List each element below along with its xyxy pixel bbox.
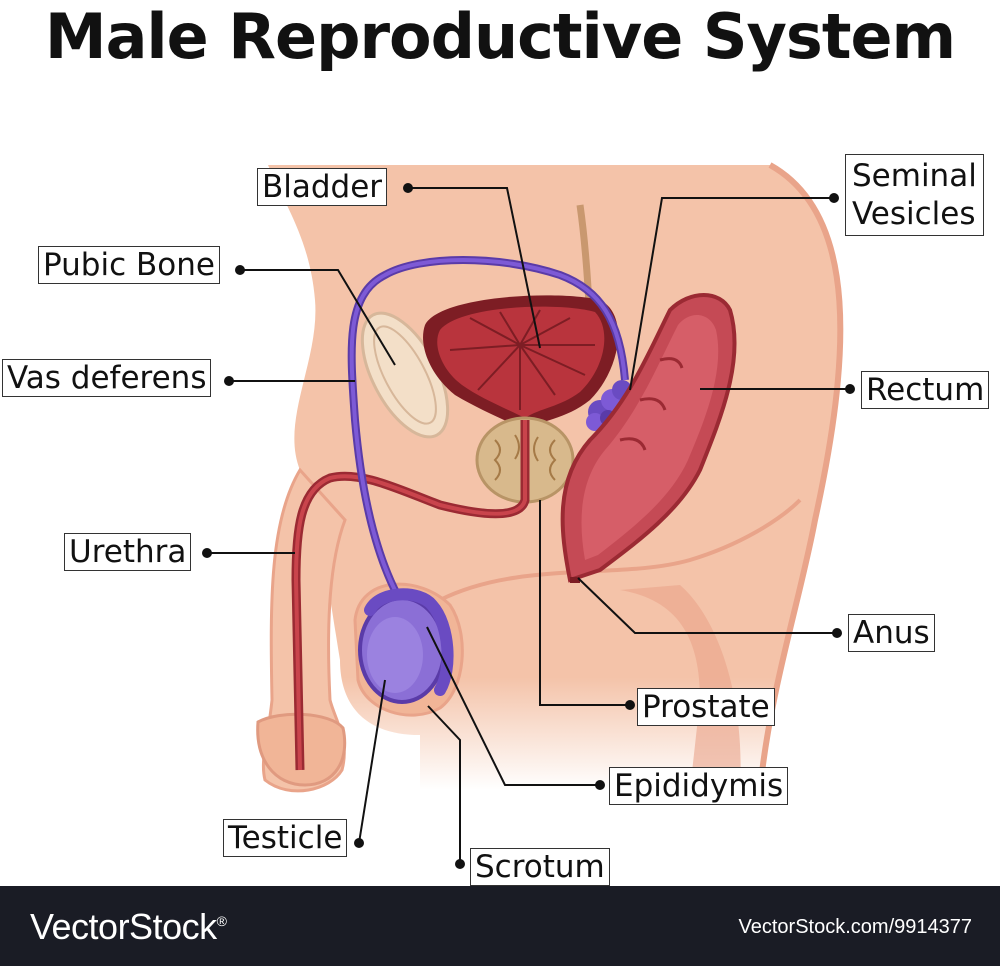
thigh-shadow	[620, 585, 741, 790]
label-anus: Anus	[848, 614, 935, 652]
leader-anus	[577, 577, 837, 634]
leader-testicle	[358, 679, 386, 844]
label-epididymis: Epididymis	[609, 767, 789, 805]
page-title: Male Reproductive System	[44, 0, 956, 73]
label-prostate: Prostate	[637, 688, 775, 726]
label-seminal-vesicles: Seminal Vesicles	[845, 154, 984, 236]
footer-bar: VectorStock® VectorStock.com/9914377	[0, 886, 1000, 966]
penis-shape	[261, 467, 347, 793]
anatomy-illustration	[202, 162, 855, 869]
body-back-curve	[757, 162, 844, 791]
testicle-shape	[358, 596, 446, 704]
leader-bladder	[408, 187, 541, 349]
label-rectum: Rectum	[861, 371, 990, 409]
label-vas-deferens: Vas deferens	[2, 359, 212, 397]
label-seminal-vesicles-line1: Seminal	[852, 158, 977, 194]
label-pubic-bone: Pubic Bone	[38, 246, 220, 284]
leader-lines	[207, 187, 850, 864]
leader-pubic-bone	[240, 269, 396, 366]
vectorstock-logo: VectorStock®	[30, 906, 227, 948]
image-id: VectorStock.com/9914377	[738, 916, 972, 938]
leader-epididymis	[426, 626, 600, 786]
label-bladder: Bladder	[257, 168, 388, 206]
leader-prostate	[539, 500, 630, 706]
leader-dots	[202, 183, 855, 869]
bladder-shape	[423, 295, 619, 430]
label-seminal-vesicles-line2: Vesicles	[852, 196, 976, 232]
label-urethra: Urethra	[64, 533, 192, 571]
label-testicle: Testicle	[223, 819, 348, 857]
label-scrotum: Scrotum	[470, 848, 610, 886]
buttock-crease	[439, 498, 802, 602]
rectum-shape	[560, 293, 737, 583]
brand-name: VectorStock	[30, 906, 217, 947]
leader-seminal-vesicles	[629, 197, 834, 391]
brand-mark: ®	[216, 913, 227, 929]
leader-scrotum	[427, 705, 461, 864]
